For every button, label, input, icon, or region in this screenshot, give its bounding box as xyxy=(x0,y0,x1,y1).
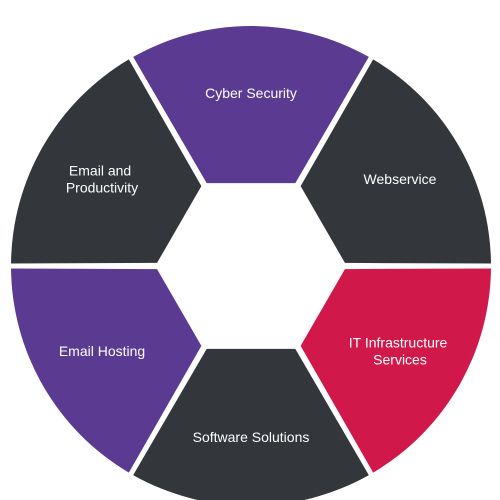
segment-label-email-hosting: Email Hosting xyxy=(59,343,145,359)
label-line: Webservice xyxy=(364,171,437,187)
label-line: Cyber Security xyxy=(205,85,297,101)
segment-email-hosting[interactable] xyxy=(11,268,202,473)
segment-label-email-productivity: Email and Productivity xyxy=(66,162,138,195)
segment-email-productivity[interactable] xyxy=(11,59,202,264)
label-line: Productivity xyxy=(66,179,138,195)
label-line: Email and xyxy=(69,162,131,178)
segment-label-software-solutions: Software Solutions xyxy=(193,429,310,445)
segment-it-infrastructure[interactable] xyxy=(300,268,491,473)
label-line: Email Hosting xyxy=(59,343,145,359)
segment-label-it-infrastructure: IT Infrastructure Services xyxy=(349,334,451,367)
label-line: Services xyxy=(373,351,427,367)
segment-software-solutions[interactable] xyxy=(133,348,369,500)
label-line: IT Infrastructure xyxy=(349,334,448,350)
label-line: Software Solutions xyxy=(193,429,310,445)
segment-cyber-security[interactable] xyxy=(133,26,369,184)
segment-label-webservice: Webservice xyxy=(364,171,437,187)
segment-webservice[interactable] xyxy=(300,59,491,264)
segment-label-cyber-security: Cyber Security xyxy=(205,85,297,101)
